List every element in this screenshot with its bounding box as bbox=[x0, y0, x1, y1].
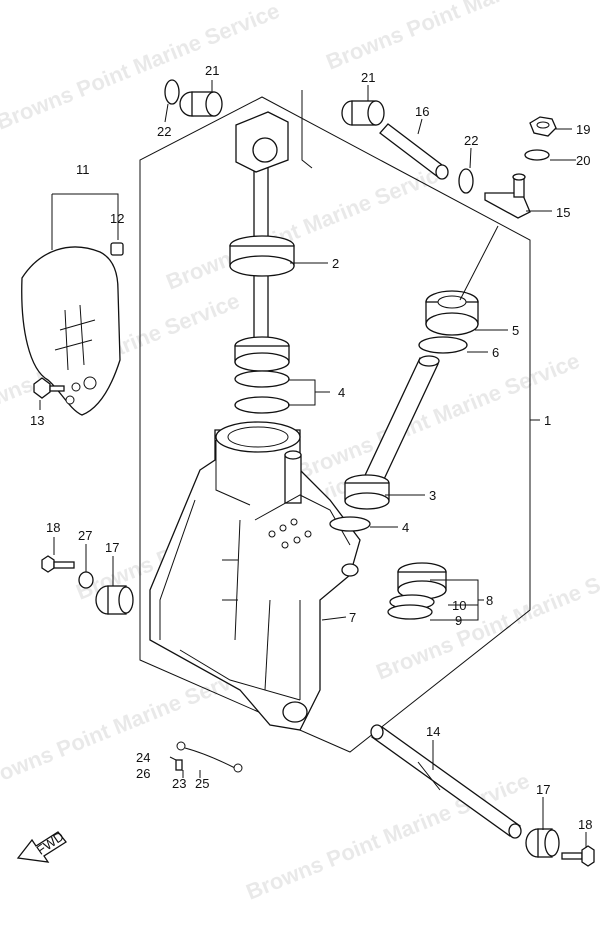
callout-17: 17 bbox=[536, 782, 550, 797]
part-17-bushing-right bbox=[525, 828, 560, 858]
part-18-bolt-right bbox=[561, 845, 595, 867]
part-12-cap bbox=[110, 242, 124, 256]
part-23-ground-wire bbox=[175, 741, 243, 773]
callout-11: 11 bbox=[76, 162, 90, 177]
callout-21: 21 bbox=[205, 63, 219, 78]
callout-26: 26 bbox=[136, 766, 150, 781]
callout-9: 9 bbox=[455, 613, 462, 628]
callout-labels: 2 4 3 4 5 6 1 7 8 10 9 11 12 13 18 27 17… bbox=[30, 63, 592, 832]
callout-12: 12 bbox=[110, 211, 124, 226]
part-17-bushing-left bbox=[95, 585, 134, 615]
watermark-text: Browns Point Marine Service bbox=[293, 348, 583, 485]
callout-10: 10 bbox=[452, 598, 466, 613]
assembly-outline-notch bbox=[301, 90, 313, 169]
callout-15: 15 bbox=[556, 205, 570, 220]
callout-13: 13 bbox=[30, 413, 44, 428]
part-14-pin bbox=[370, 724, 522, 839]
part-4-oring-upper-b bbox=[234, 396, 290, 414]
part-7-cylinder-body bbox=[149, 421, 361, 731]
part-10-piston bbox=[397, 562, 447, 600]
part-11-cover bbox=[21, 246, 121, 416]
assembly-outline bbox=[139, 96, 531, 753]
callout-21: 21 bbox=[361, 70, 375, 85]
part-3-tilt-rod bbox=[344, 355, 440, 510]
callout-16: 16 bbox=[415, 104, 429, 119]
callout-7: 7 bbox=[349, 610, 356, 625]
callout-6: 6 bbox=[492, 345, 499, 360]
part-4-oring-upper-a bbox=[234, 370, 290, 388]
part-9-oring-b bbox=[387, 604, 433, 620]
part-4-oring-lower bbox=[329, 516, 371, 532]
part-21-bushing-right bbox=[341, 100, 385, 126]
callout-24: 24 bbox=[136, 750, 150, 765]
callout-18: 18 bbox=[46, 520, 60, 535]
part-6-oring bbox=[418, 336, 468, 354]
callout-2: 2 bbox=[332, 256, 339, 271]
part-15-fitting bbox=[484, 173, 531, 219]
fwd-arrow-icon: FWD bbox=[16, 828, 67, 863]
leader-lines bbox=[39, 80, 587, 848]
callout-25: 25 bbox=[195, 776, 209, 791]
callout-20: 20 bbox=[576, 153, 590, 168]
part-22-circlip-right bbox=[458, 168, 474, 194]
callout-8: 8 bbox=[486, 593, 493, 608]
part-13-bolt bbox=[33, 377, 65, 399]
callout-5: 5 bbox=[512, 323, 519, 338]
watermark-text: Browns Point Marine Service bbox=[323, 0, 600, 75]
callout-22: 22 bbox=[157, 124, 171, 139]
part-27-washer bbox=[78, 571, 94, 589]
part-19-cap bbox=[529, 116, 557, 137]
watermark-text: Browns Point Marine Service bbox=[0, 0, 283, 135]
part-20-washer bbox=[524, 149, 550, 161]
fwd-label: FWD bbox=[34, 828, 67, 857]
callout-14: 14 bbox=[426, 724, 440, 739]
callout-22: 22 bbox=[464, 133, 478, 148]
callout-19: 19 bbox=[576, 122, 590, 137]
callout-23: 23 bbox=[172, 776, 186, 791]
part-2-ram-rod bbox=[229, 111, 295, 372]
callout-4: 4 bbox=[338, 385, 345, 400]
callout-4: 4 bbox=[402, 520, 409, 535]
callout-17: 17 bbox=[105, 540, 119, 555]
callout-1: 1 bbox=[544, 413, 551, 428]
callout-18: 18 bbox=[578, 817, 592, 832]
part-21-bushing-left bbox=[179, 91, 223, 117]
part-18-bolt-left bbox=[41, 555, 75, 573]
part-5-cylinder-plug bbox=[425, 290, 479, 336]
part-16-pin bbox=[379, 123, 449, 180]
callout-3: 3 bbox=[429, 488, 436, 503]
callout-27: 27 bbox=[78, 528, 92, 543]
watermark-text: Browns Point Marine Service bbox=[243, 768, 533, 905]
watermark-text: Browns Point Marine Service bbox=[163, 158, 453, 295]
part-22-circlip-left bbox=[164, 79, 180, 105]
